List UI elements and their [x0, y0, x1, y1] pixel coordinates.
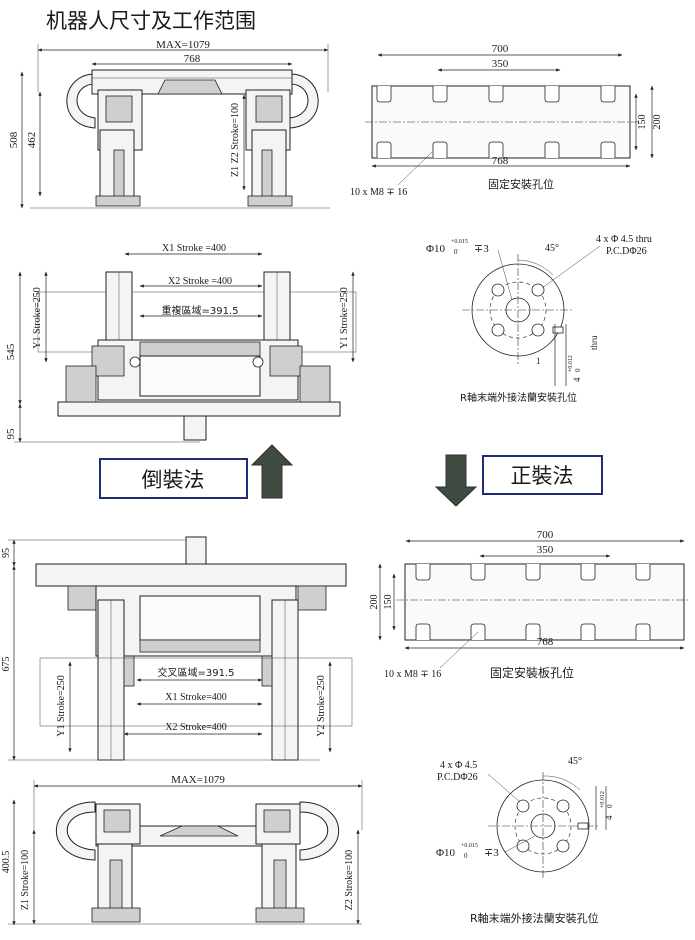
- inv-y1-dim: Y1 Stroke=250: [32, 287, 43, 348]
- bp-700-dim: 700: [537, 529, 554, 541]
- page-title: 机器人尺寸及工作范围: [46, 9, 256, 33]
- plate-slot-hole: [376, 141, 392, 158]
- fb-side-4: 4: [604, 815, 614, 820]
- ft-side-tol: +0.012: [568, 355, 574, 372]
- bv-z2-dim: Z2 Stroke=100: [344, 850, 355, 910]
- top-508-dim: 508: [8, 131, 20, 148]
- plate-slot-hole: [544, 141, 560, 158]
- fb-caption: R軸末端外接法蘭安裝孔位: [470, 911, 599, 925]
- up-95-dim: 95: [1, 548, 12, 558]
- top-max-dim: MAX=1079: [156, 39, 210, 51]
- inv-y2-dim: Y1 Stroke=250: [339, 287, 350, 348]
- ft-tol-zero: 0: [454, 248, 458, 256]
- plate-slot-hole: [488, 86, 504, 103]
- top-view-drawing: MAX=1079 768 508 462 Z1 Z2 Stroke=100: [8, 39, 330, 209]
- plate-slot-hole: [635, 623, 651, 640]
- plate-slot-hole: [376, 86, 392, 103]
- svg-text:倒裝法: 倒裝法: [142, 468, 205, 492]
- plate-slot-hole: [525, 564, 541, 581]
- upright-label: 正裝法: [482, 455, 603, 495]
- top-462-dim: 462: [26, 132, 38, 149]
- inv-x2-dim: X2 Stroke =400: [168, 276, 232, 287]
- inv-overlap-dim: 重複區域=391.5: [161, 304, 238, 317]
- tp-holes-note: 10 x M8 ∓ 16: [350, 187, 407, 198]
- fb-side-tol: +0.012: [600, 791, 606, 808]
- tp-200-dim: 200: [652, 115, 663, 130]
- tp-350-dim: 350: [492, 58, 509, 70]
- inv-545-dim: 545: [5, 343, 17, 360]
- bv-z1-dim: Z1 Stroke=100: [20, 850, 31, 910]
- flange-bottom-drawing: 45° 4 x Φ 4.5 P.C.DΦ26 +0.012 0 4 Φ10 +0…: [436, 756, 614, 925]
- up-y2-dim: Y2 Stroke=250: [316, 675, 327, 736]
- bp-350-dim: 350: [537, 544, 554, 556]
- up-675-dim: 675: [1, 657, 12, 672]
- up-x1-dim: X1 Stroke=400: [165, 692, 226, 703]
- bp-150-dim: 150: [383, 595, 394, 610]
- fb-depth: ∓3: [484, 847, 499, 859]
- bv-400-dim: 400.5: [1, 851, 12, 874]
- fb-side-zero: 0: [606, 804, 614, 808]
- fb-tol-plus: +0.015: [461, 843, 478, 849]
- plate-slot-hole: [580, 564, 596, 581]
- svg-text:正裝法: 正裝法: [511, 464, 574, 488]
- top-768-dim: 768: [184, 53, 201, 65]
- bv-max-dim: MAX=1079: [171, 774, 225, 786]
- ft-thru: thru: [589, 335, 599, 350]
- top-plate-drawing: 700 350 150 200 768 10 x M8 ∓ 16 固定安裝孔位: [350, 43, 663, 198]
- plate-slot-hole: [525, 623, 541, 640]
- bp-caption: 固定安裝板孔位: [490, 665, 574, 680]
- fb-holes: 4 x Φ 4.5: [440, 760, 477, 771]
- plate-slot-hole: [415, 564, 431, 581]
- plate-slot-hole: [600, 86, 616, 103]
- ft-caption: R軸末端外接法蘭安裝孔位: [460, 391, 577, 404]
- fb-pcd: P.C.DΦ26: [437, 772, 478, 783]
- plate-slot-hole: [600, 141, 616, 158]
- ft-side-1: 1: [536, 356, 541, 366]
- plate-slot-hole: [580, 623, 596, 640]
- top-z-stroke: Z1 Z2 Stroke=100: [230, 103, 241, 177]
- ft-angle: 45°: [545, 243, 559, 254]
- plate-slot-hole: [544, 86, 560, 103]
- up-cross-dim: 交叉區域=391.5: [157, 666, 234, 679]
- inv-x1-dim: X1 Stroke =400: [162, 243, 226, 254]
- ft-side-4: 4: [572, 377, 582, 382]
- plate-slot-hole: [635, 564, 651, 581]
- ft-holes: 4 x Φ 4.5 thru: [596, 234, 652, 245]
- plate-slot-hole: [432, 86, 448, 103]
- tp-768-dim: 768: [492, 155, 509, 167]
- fb-d10: Φ10: [436, 847, 456, 859]
- up-y1-dim: Y1 Stroke=250: [56, 675, 67, 736]
- ft-depth: ∓3: [474, 243, 489, 255]
- bp-768-dim: 768: [537, 636, 554, 648]
- down-arrow-icon: [434, 454, 478, 507]
- ft-pcd: P.C.DΦ26: [606, 246, 647, 257]
- bp-holes-note: 10 x M8 ∓ 16: [384, 669, 441, 680]
- plate-slot-hole: [415, 623, 431, 640]
- plate-slot-hole: [470, 564, 486, 581]
- plate-slot-hole: [488, 141, 504, 158]
- fb-tol-zero: 0: [464, 852, 468, 860]
- upright-view-drawing: 95 675 Y1 Stroke=250 Y2 Stroke=250 交叉區域=…: [1, 536, 353, 761]
- inv-95-dim: 95: [5, 428, 17, 440]
- bottom-plate-drawing: 700 350 200 150 768 10 x M8 ∓ 16 固定安裝板孔位: [369, 529, 690, 680]
- bottom-view-drawing: MAX=1079 400.5 Z1 Stroke=100 Z2 Stroke=1…: [1, 774, 363, 926]
- ft-tol-plus: +0.015: [451, 239, 468, 245]
- tp-caption: 固定安裝孔位: [488, 177, 554, 191]
- bp-200-dim: 200: [369, 595, 380, 610]
- ft-side-zero: 0: [574, 368, 582, 372]
- ft-d10: Φ10: [426, 243, 446, 255]
- inverted-label: 倒裝法: [99, 458, 248, 499]
- up-arrow-icon: [250, 444, 294, 499]
- plate-slot-hole: [432, 141, 448, 158]
- tp-700-dim: 700: [492, 43, 509, 55]
- flange-top-drawing: 45° Φ10 +0.015 0 ∓3 4 x Φ 4.5 thru P.C.D…: [426, 234, 652, 404]
- up-x2-dim: X2 Stroke=400: [165, 722, 226, 733]
- tp-150-dim: 150: [637, 115, 648, 130]
- fb-angle: 45°: [568, 756, 582, 767]
- inverted-view-drawing: X1 Stroke =400 X2 Stroke =400 重複區域=391.5…: [5, 243, 357, 443]
